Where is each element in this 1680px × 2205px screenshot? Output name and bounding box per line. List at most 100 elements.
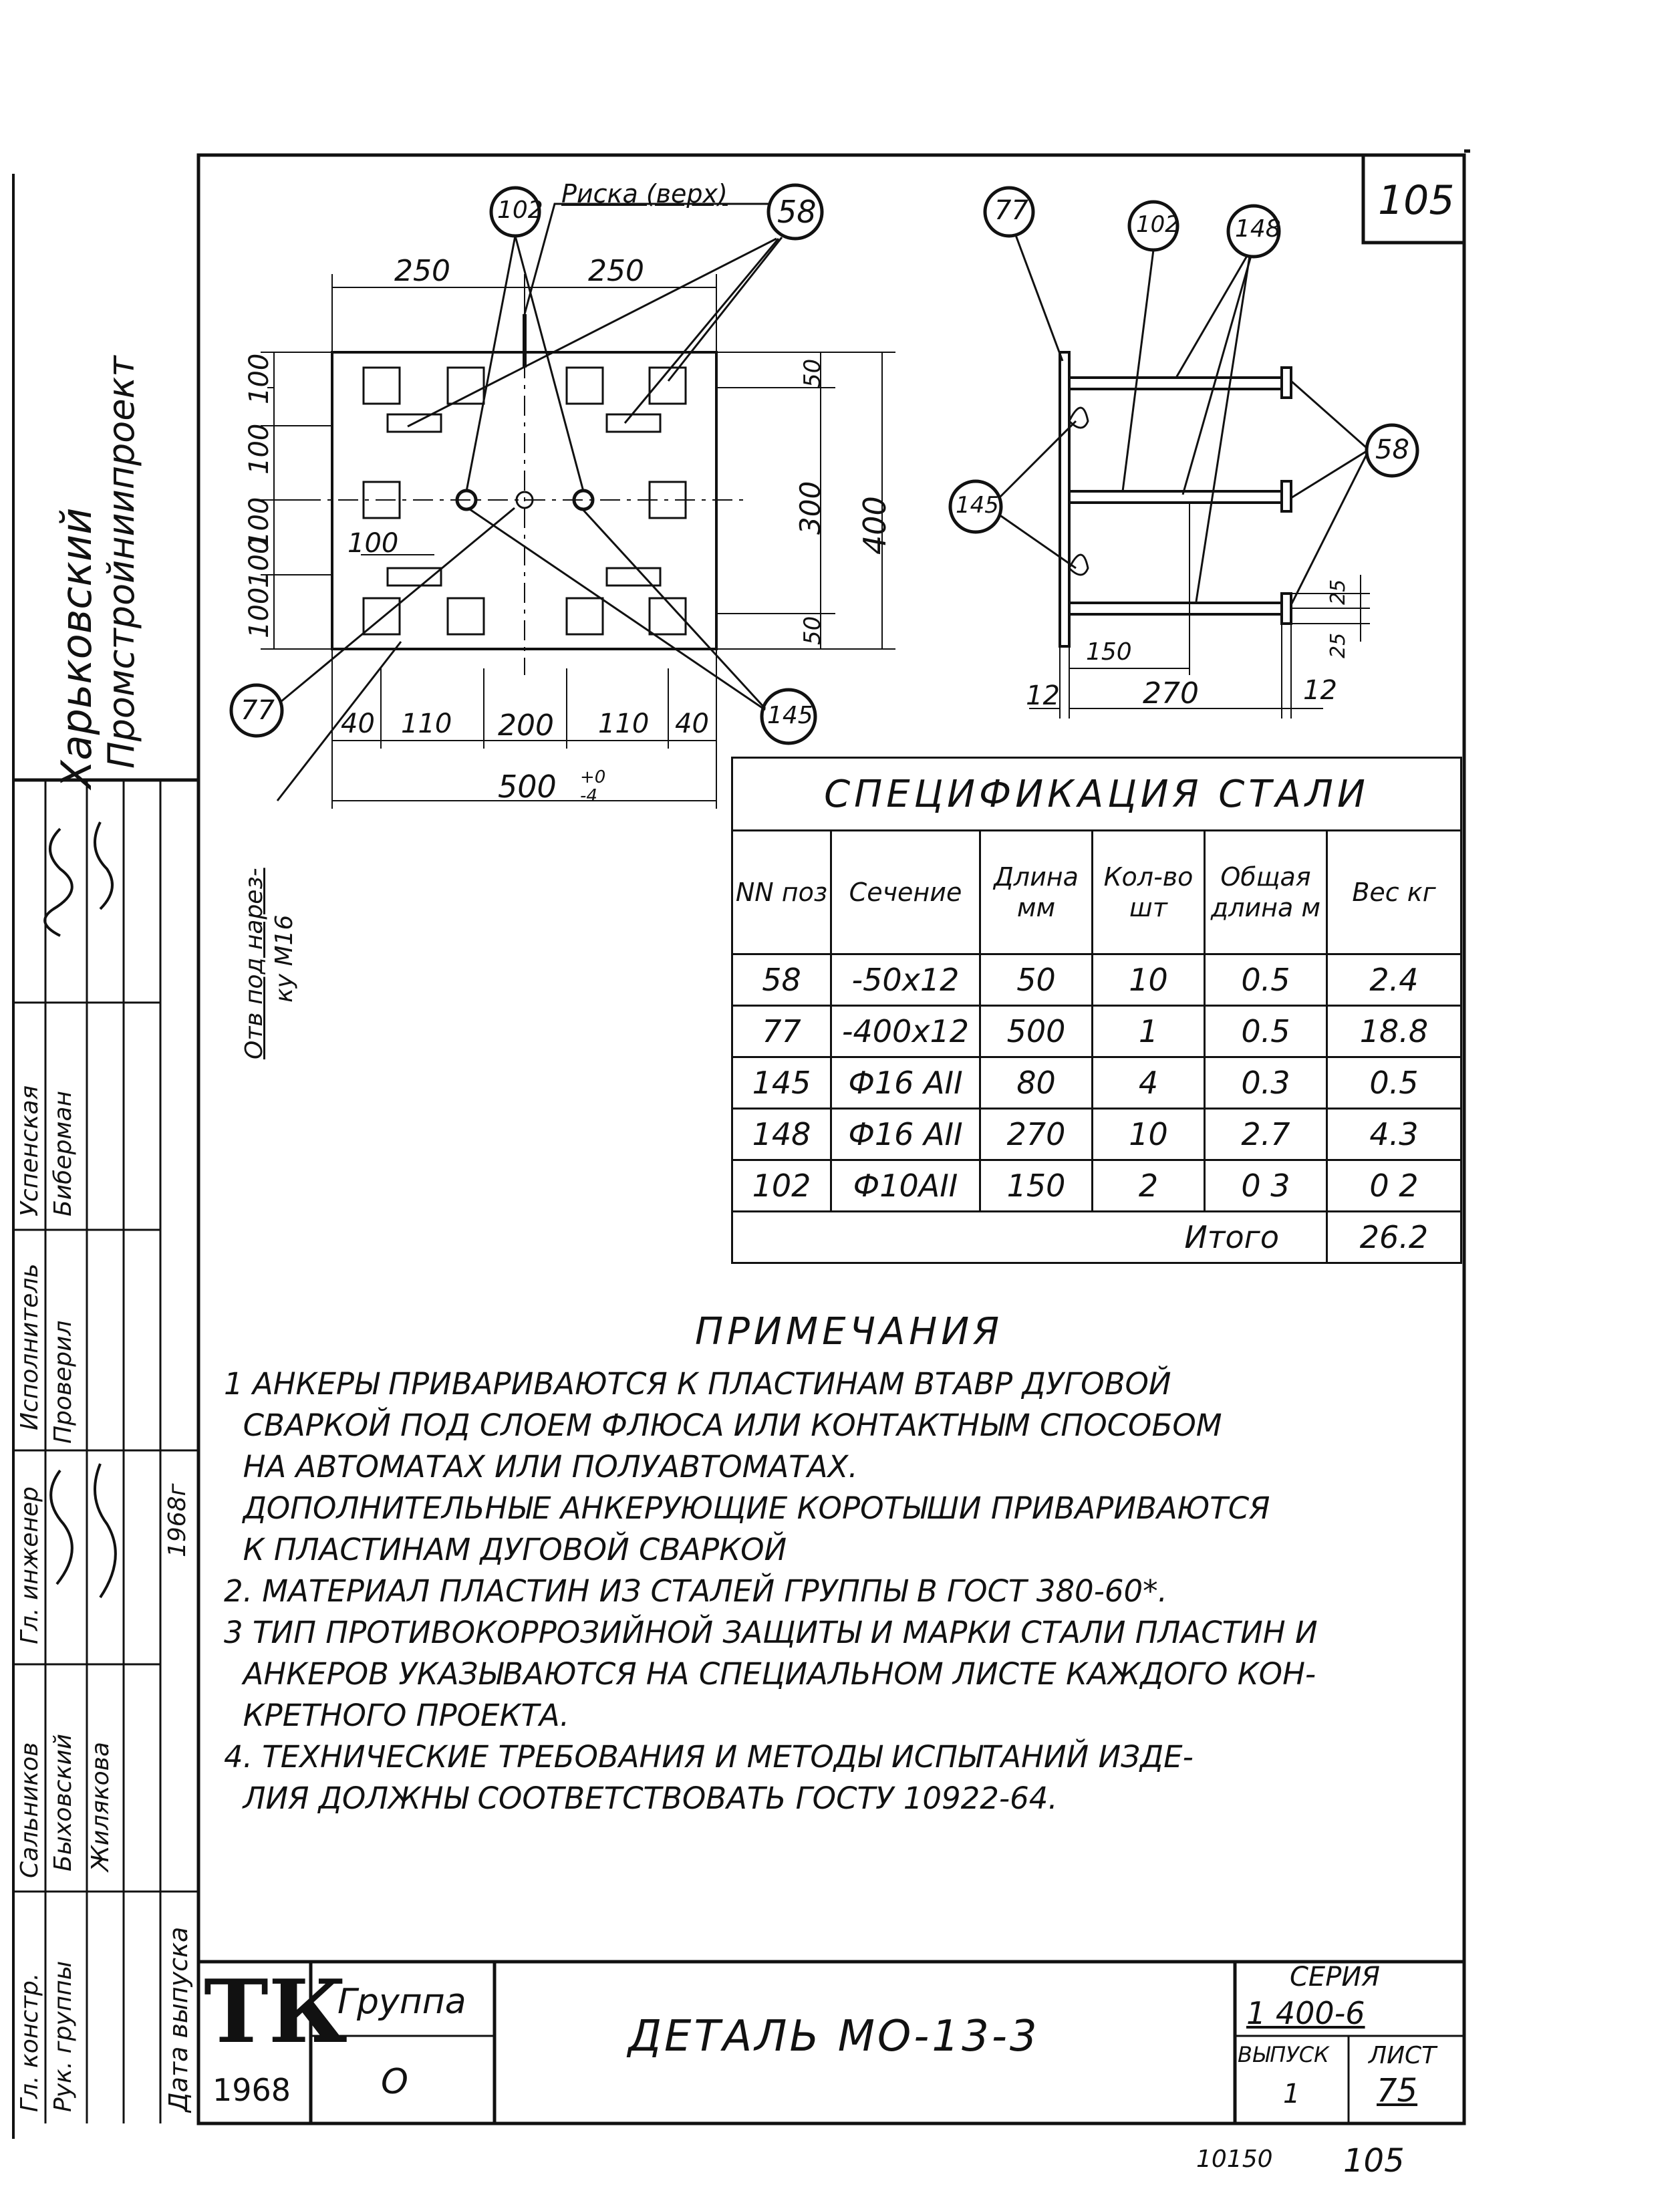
risk-label: Риска (верх) [561,179,728,209]
callout-58-label: 58 [777,194,817,230]
sheet-frame [196,153,1466,2125]
dim-bottom-40-left: 40 [341,708,375,739]
note-line: 4. Технические требования и методы испыт… [224,1739,1194,1775]
cell-pos: 77 [731,1005,832,1058]
cell-total-length: 0.3 [1204,1056,1328,1110]
header-section: Сечение [830,829,981,955]
side-plate [1059,351,1071,648]
dim-bottom-40-right: 40 [675,708,709,739]
cell-length: 50 [979,953,1093,1007]
side-callout-148: 148 [1235,215,1281,243]
series-value: 1 400-6 [1246,1995,1365,2031]
side-dim-12-right: 12 [1303,675,1337,706]
total-label: Итого [731,1210,1328,1264]
note-line: кретного проекта. [224,1698,570,1733]
signature-2 [94,821,114,910]
notes-body: 1 Анкеры приваривают­ся к пластинам втав… [224,1364,1460,1819]
note-line: анкеров указываются на специальном листе… [224,1656,1316,1692]
note-line: 2. Материал пластин из сталей группы В Г… [224,1573,1167,1609]
note-line: Дополнительные анкерующие коротыши прива… [224,1490,1270,1526]
cell-section: Ф16 АII [830,1108,981,1161]
side-callout-77: 77 [994,195,1028,226]
cell-total-length: 0.5 [1204,953,1328,1007]
note-line: 3 Тип противокоррозийной защиты и марки … [224,1615,1318,1650]
cell-weight: 0.5 [1326,1056,1462,1110]
dim-top-right: 250 [588,254,644,288]
signature-1 [43,827,74,937]
dim-tolerance-bottom: -4 [580,786,597,806]
cell-section: -400х12 [830,1005,981,1058]
dim-bottom-110-left: 110 [401,708,452,739]
corner-box [1361,153,1466,245]
sheet-label: Лист [1369,2042,1437,2069]
group-value: О [381,2062,408,2102]
side-dim-12-left: 12 [1026,680,1060,711]
callout-77-label: 77 [241,695,275,726]
cell-section: -50х12 [830,953,981,1007]
note-line: 1 Анкеры приваривают­ся к пластинам втав… [224,1366,1171,1402]
side-dim-150: 150 [1086,638,1132,666]
cell-quantity: 2 [1091,1159,1206,1212]
cell-length: 80 [979,1056,1093,1110]
note-line: лия должны соответствовать ГОСТу 10922-6… [224,1781,1058,1816]
cell-quantity: 4 [1091,1056,1206,1110]
cell-pos: 148 [731,1108,832,1161]
header-total-length: Общая длина м [1204,829,1328,955]
note-line: сваркой под слоем флюса или контактным с… [224,1408,1222,1443]
header-length: Длина мм [979,829,1093,955]
note-line: к пластинам дуговой сваркой [224,1532,787,1567]
cell-length: 150 [979,1159,1093,1212]
cell-total-length: 0.5 [1204,1005,1328,1058]
group-label: Группа [337,1982,466,2022]
notes-title: Примечания [695,1310,1004,1353]
tk-logo: ТК [204,1960,347,2063]
note-line: на автоматах или полуавтоматах. [224,1449,858,1484]
dim-top-left: 250 [394,254,450,288]
callout-102-label: 102 [497,197,543,224]
cell-weight: 0 2 [1326,1159,1462,1212]
cell-section: Ф16 АII [830,1056,981,1110]
dim-bottom-200: 200 [498,708,554,743]
corner-sheet-number: 105 [1378,177,1455,224]
header-quantity: Кол-во шт [1091,829,1206,955]
cell-weight: 18.8 [1326,1005,1462,1058]
side-dim-270: 270 [1143,676,1199,710]
sheet-value: 75 [1377,2072,1418,2109]
dim-overall-500: 500 [498,769,557,805]
callout-145-label: 145 [767,702,813,729]
tk-logo-year: 1968 [213,2072,291,2108]
cell-length: 500 [979,1005,1093,1058]
detail-name: Деталь МО-13-3 [628,2012,1040,2061]
issue-value: 1 [1283,2079,1300,2109]
cell-weight: 2.4 [1326,953,1462,1007]
side-callout-58: 58 [1375,434,1409,465]
series-label: Серия [1290,1962,1381,1992]
spec-table-title: Спецификация стали [731,757,1462,831]
cell-quantity: 10 [1091,1108,1206,1161]
spec-table-header: NN поз Сечение Длина мм Кол-во шт Общая … [731,829,1462,955]
cell-pos: 145 [731,1056,832,1110]
dim-bottom-110-right: 110 [598,708,650,739]
side-callout-102: 102 [1136,211,1179,238]
issue-label: Выпуск [1238,2042,1329,2067]
cell-quantity: 1 [1091,1005,1206,1058]
cell-length: 270 [979,1108,1093,1161]
cell-quantity: 10 [1091,953,1206,1007]
cell-pos: 102 [731,1159,832,1212]
total-row: Итого 26.2 [731,1210,1462,1264]
cell-weight: 4.3 [1326,1108,1462,1161]
cell-total-length: 0 3 [1204,1159,1328,1212]
header-weight: Вес кг [1326,829,1462,955]
header-pos: NN поз [731,829,832,955]
cell-total-length: 2.7 [1204,1108,1328,1161]
dim-tolerance-top: +0 [580,767,606,787]
bottom-page: 105 [1343,2142,1405,2180]
bottom-code: 10150 [1196,2146,1273,2173]
side-callout-145: 145 [956,492,999,519]
